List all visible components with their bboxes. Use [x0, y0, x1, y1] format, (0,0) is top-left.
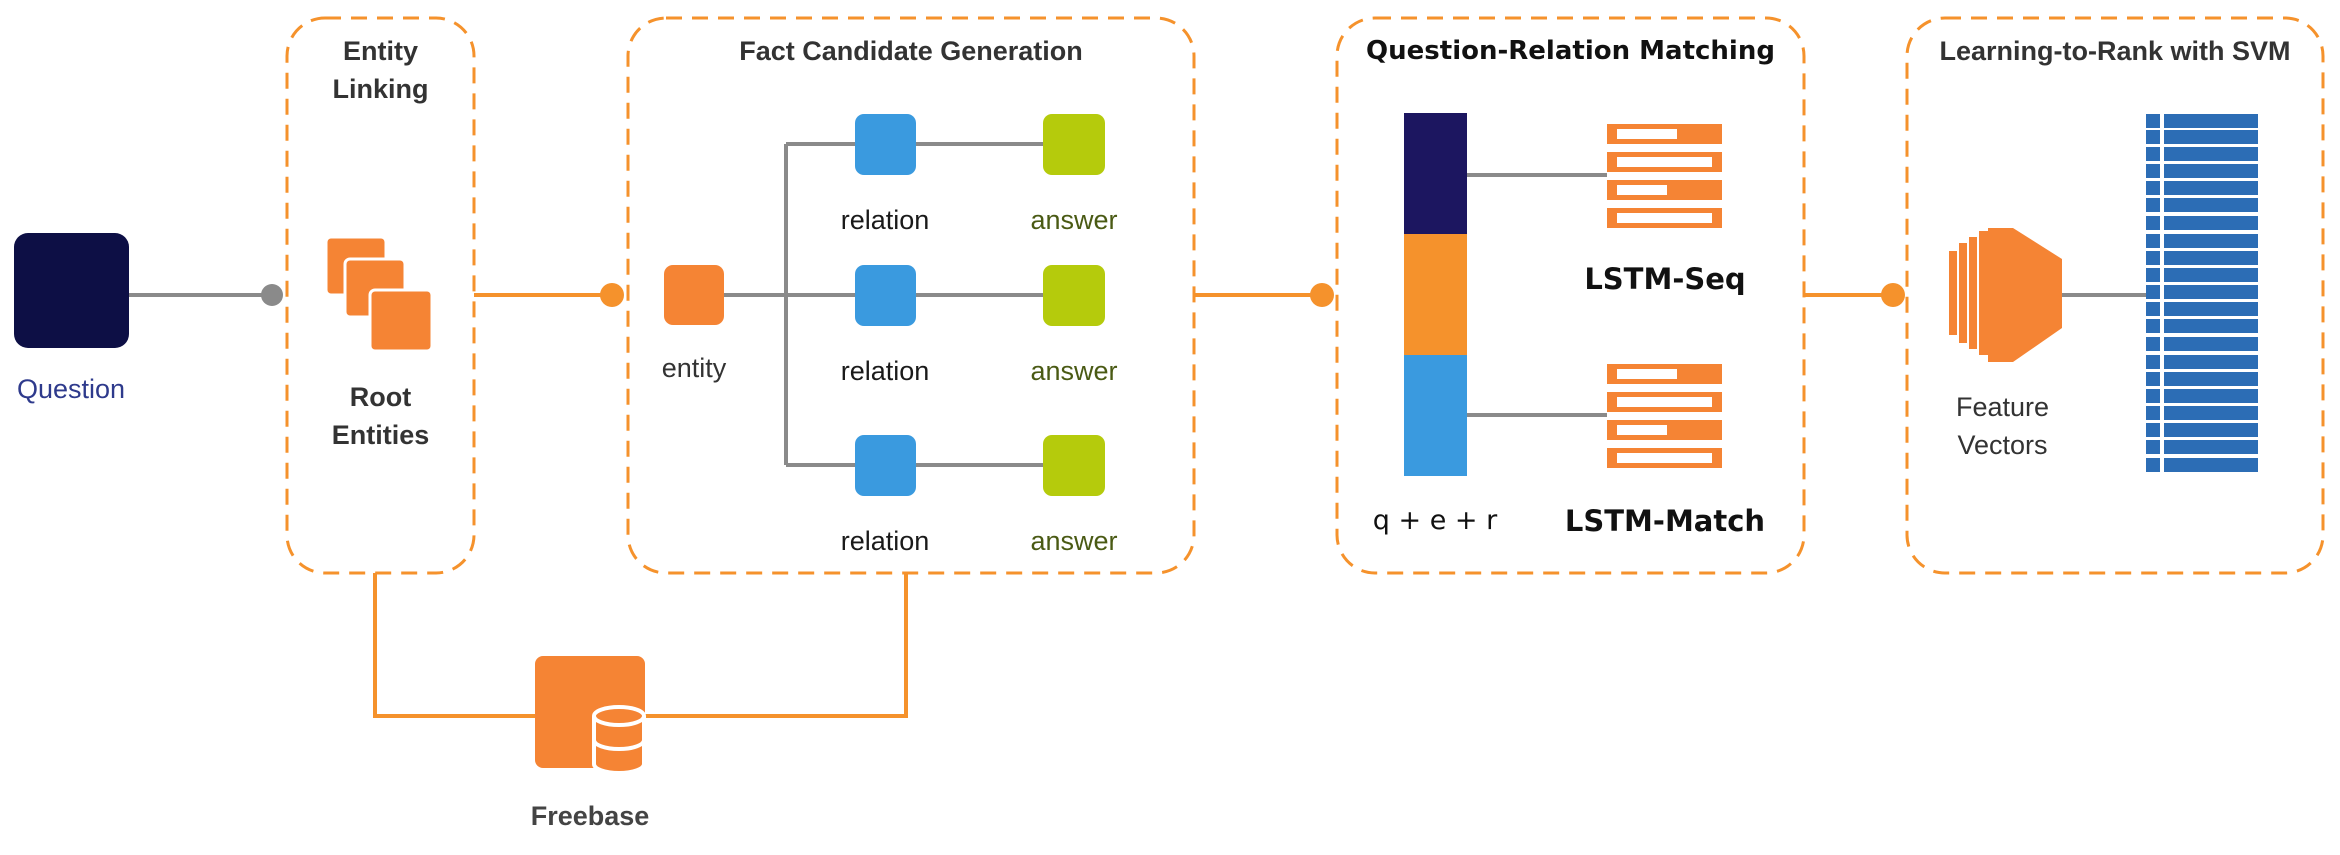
- rank-row-bar: [2164, 268, 2258, 282]
- root-entities-line2: Entities: [331, 420, 430, 450]
- rank-row-marker: [2146, 181, 2160, 195]
- answer-label-2: answer: [1030, 356, 1118, 386]
- rank-row-marker: [2146, 216, 2160, 230]
- lstm-seq-label: LSTM-Seq: [1584, 262, 1746, 296]
- rank-row-bar: [2164, 164, 2258, 178]
- freebase-link-left: [373, 573, 540, 718]
- rank-row-bar: [2164, 181, 2258, 195]
- rank-row-bar: [2164, 130, 2258, 144]
- entity-box: [664, 265, 724, 325]
- ranked-list: [2146, 114, 2258, 472]
- root-entities-icon: [324, 235, 434, 353]
- answer-box-3: [1043, 435, 1105, 496]
- relation-label-3: relation: [840, 526, 930, 556]
- rank-row-bar: [2164, 355, 2258, 369]
- rank-row-marker: [2146, 355, 2160, 369]
- rank-row-bar: [2164, 302, 2258, 316]
- rank-row-marker: [2146, 114, 2160, 128]
- question-label: Question: [16, 374, 126, 404]
- linking-to-candidate-dot: [600, 283, 624, 307]
- rank-row-bar: [2164, 234, 2258, 248]
- freebase-icon: [535, 656, 646, 775]
- entity-linking-title-line1: Entity: [342, 36, 418, 66]
- rank-row-marker: [2146, 372, 2160, 386]
- entity-linking-frame: [285, 16, 476, 575]
- relation-box-2: [855, 265, 916, 326]
- ltr-title: Learning-to-Rank with SVM: [1939, 36, 2291, 66]
- ltr-frame: [1905, 16, 2325, 575]
- rank-row-bar: [2164, 458, 2258, 472]
- rank-row-marker: [2146, 234, 2160, 248]
- feature-vectors-icon: [1947, 228, 2062, 362]
- answer-box-1: [1043, 114, 1105, 175]
- rank-row-marker: [2146, 423, 2160, 437]
- lstm-seq-icon: [1607, 124, 1722, 228]
- feature-vectors-line2: Vectors: [1957, 430, 2048, 460]
- freebase-label: Freebase: [530, 801, 650, 831]
- entity-linking-title-line2: Linking: [332, 74, 429, 104]
- rank-row-marker: [2146, 302, 2160, 316]
- vector-label: q + e + r: [1372, 505, 1498, 536]
- rank-row-bar: [2164, 147, 2258, 161]
- root-entities-line1: Root: [349, 382, 412, 412]
- rank-row-bar: [2164, 114, 2258, 128]
- rank-row-marker: [2146, 458, 2160, 472]
- rank-row-bar: [2164, 285, 2258, 299]
- rank-row-marker: [2146, 406, 2160, 420]
- rank-row-marker: [2146, 130, 2160, 144]
- rank-row-bar: [2164, 198, 2258, 212]
- matching-to-ltr-dot: [1881, 283, 1905, 307]
- rank-row-bar: [2164, 440, 2258, 454]
- fact-candidate-title: Fact Candidate Generation: [739, 36, 1083, 66]
- answer-label-3: answer: [1030, 526, 1118, 556]
- rank-row-marker: [2146, 251, 2160, 265]
- vector-segment-entity: [1404, 234, 1467, 355]
- rank-row-bar: [2164, 372, 2258, 386]
- vector-segment-relation: [1404, 355, 1467, 476]
- rank-row-bar: [2164, 251, 2258, 265]
- rank-row-marker: [2146, 268, 2160, 282]
- rank-row-bar: [2164, 423, 2258, 437]
- question-box: [14, 233, 129, 348]
- vector-segment-question: [1404, 113, 1467, 234]
- rank-row-marker: [2146, 285, 2160, 299]
- rank-row-marker: [2146, 164, 2160, 178]
- rank-row-marker: [2146, 440, 2160, 454]
- question-relation-title: Question-Relation Matching: [1366, 36, 1775, 66]
- rank-row-marker: [2146, 147, 2160, 161]
- rank-row-marker: [2146, 319, 2160, 333]
- freebase-link-right: [642, 573, 908, 718]
- relation-box-1: [855, 114, 916, 175]
- relation-box-3: [855, 435, 916, 496]
- lstm-match-label: LSTM-Match: [1564, 504, 1766, 538]
- rank-row-marker: [2146, 198, 2160, 212]
- candidate-tree: [724, 142, 1043, 467]
- rank-row-marker: [2146, 389, 2160, 403]
- candidate-to-matching-dot: [1310, 283, 1334, 307]
- rank-row-bar: [2164, 319, 2258, 333]
- answer-box-2: [1043, 265, 1105, 326]
- entity-label: entity: [661, 353, 727, 383]
- rank-row-marker: [2146, 337, 2160, 351]
- relation-label-1: relation: [840, 205, 930, 235]
- rank-row-bar: [2164, 216, 2258, 230]
- relation-label-2: relation: [840, 356, 930, 386]
- answer-label-1: answer: [1030, 205, 1118, 235]
- feature-vectors-line1: Feature: [1955, 392, 2050, 422]
- rank-row-bar: [2164, 337, 2258, 351]
- rank-row-bar: [2164, 389, 2258, 403]
- lstm-match-icon: [1607, 364, 1722, 468]
- question-connector-dot: [261, 284, 283, 306]
- rank-row-bar: [2164, 406, 2258, 420]
